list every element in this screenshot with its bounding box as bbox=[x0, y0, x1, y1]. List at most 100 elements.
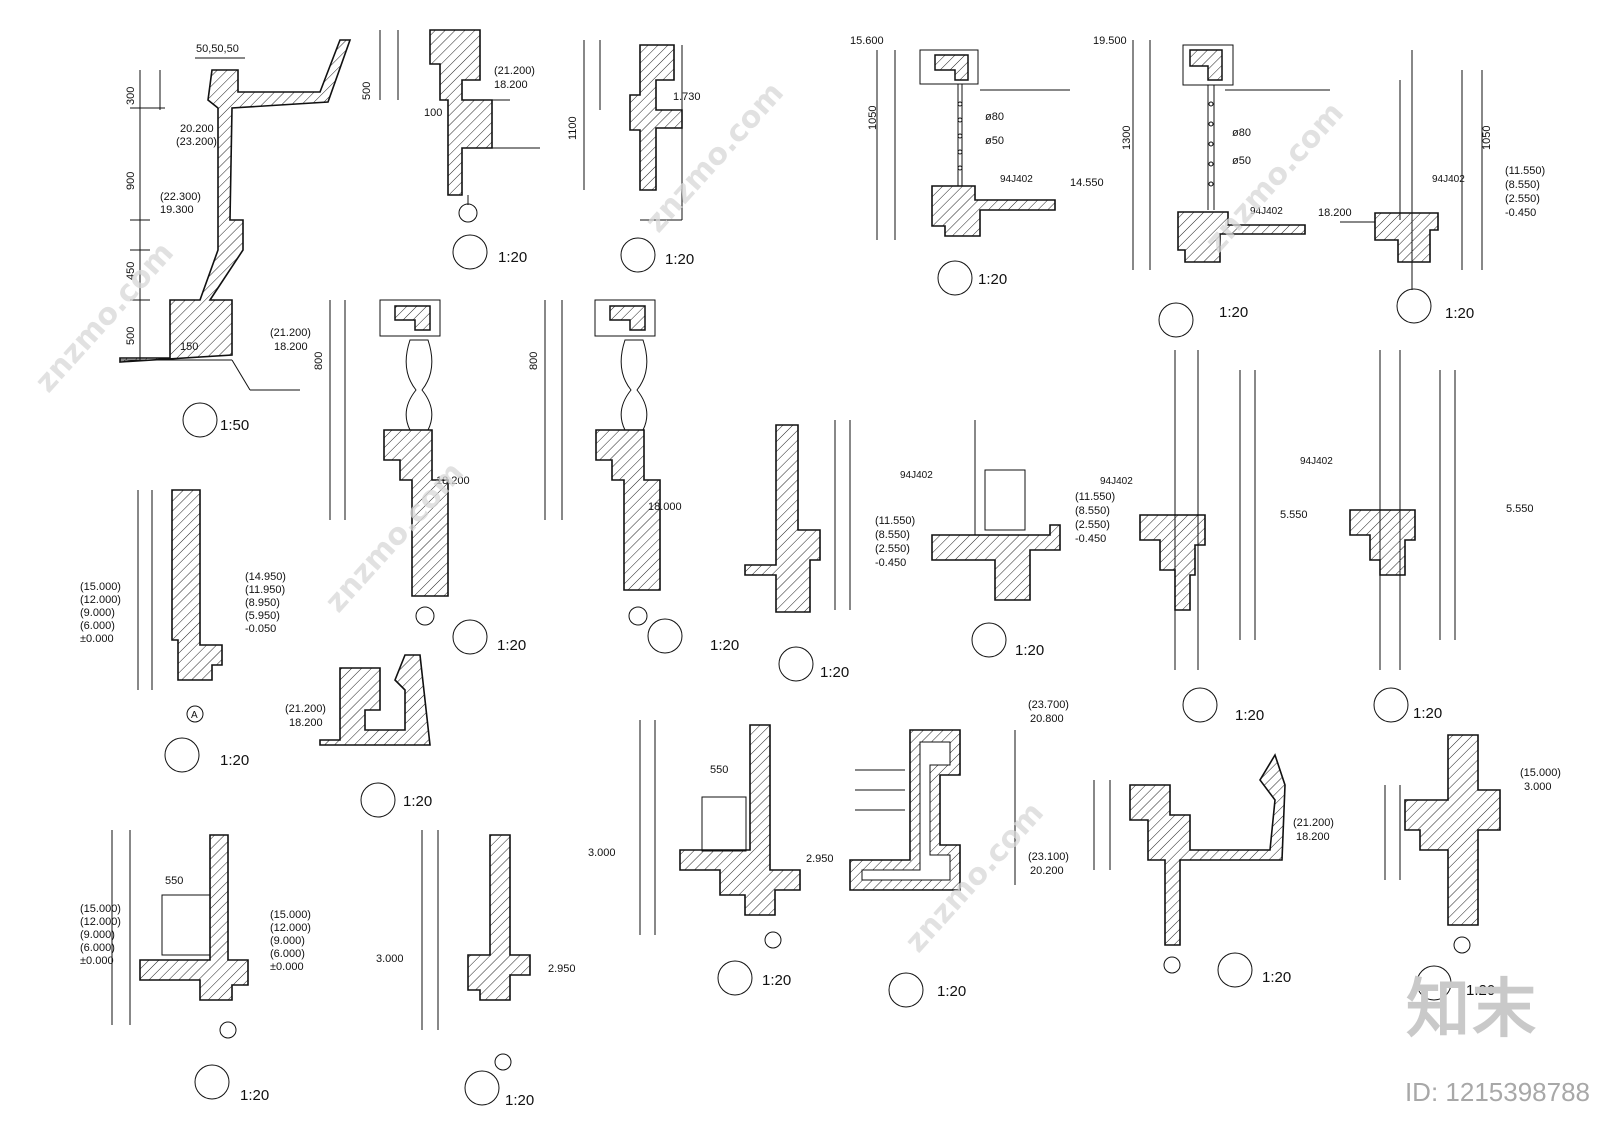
elev-label: 18.200 bbox=[1296, 831, 1330, 843]
scale-label: 1:20 bbox=[240, 1087, 269, 1104]
elev-label: (12.000) bbox=[270, 922, 311, 934]
elev-label: (8.950) bbox=[245, 597, 280, 609]
dim-label: 1300 bbox=[1121, 126, 1133, 150]
scale-label: 1:20 bbox=[1015, 642, 1044, 659]
elev-label: (23.100) bbox=[1028, 851, 1069, 863]
elev-label: (21.200) bbox=[494, 65, 535, 77]
elev-label: 5.550 bbox=[1506, 503, 1534, 515]
detail-parapet-left bbox=[137, 489, 223, 723]
detail-railing-2 bbox=[1132, 40, 1330, 270]
elev-label: (6.000) bbox=[80, 620, 115, 632]
dim-label: 550 bbox=[165, 875, 183, 887]
elev-label: (2.550) bbox=[1075, 519, 1110, 531]
elev-label: 18.200 bbox=[436, 475, 470, 487]
dim-label: 450 bbox=[125, 262, 137, 280]
scale-label: 1:20 bbox=[820, 664, 849, 681]
dim-label: 300 bbox=[125, 87, 137, 105]
scale-label: 1:20 bbox=[978, 271, 1007, 288]
elev-label: (8.550) bbox=[1075, 505, 1110, 517]
elev-label: 18.200 bbox=[289, 717, 323, 729]
elev-label: 2.950 bbox=[548, 963, 576, 975]
detail-sill-2 bbox=[421, 830, 531, 1071]
elev-label: (12.000) bbox=[80, 916, 121, 928]
std-ref: 94J402 bbox=[900, 470, 933, 481]
dim-label: 150 bbox=[180, 341, 198, 353]
dim-label: ø80 bbox=[985, 111, 1004, 123]
axis-label: A bbox=[191, 710, 198, 721]
elev-label: (8.550) bbox=[1505, 179, 1540, 191]
dim-label: 1050 bbox=[867, 106, 879, 130]
elev-label: (21.200) bbox=[270, 327, 311, 339]
scale-label: 1:20 bbox=[665, 251, 694, 268]
elev-label: 18.200 bbox=[1318, 207, 1352, 219]
elev-label: (15.000) bbox=[1520, 767, 1561, 779]
elev-label: (21.200) bbox=[285, 703, 326, 715]
detail-baluster-2 bbox=[544, 299, 661, 626]
scale-label: 1:20 bbox=[937, 983, 966, 1000]
dim-label: ø50 bbox=[985, 135, 1004, 147]
elev-label: 20.200 bbox=[180, 123, 214, 135]
elev-label: 19.300 bbox=[160, 204, 194, 216]
scale-markers bbox=[164, 234, 1452, 1106]
elev-label: (12.000) bbox=[80, 594, 121, 606]
elev-label: (14.950) bbox=[245, 571, 286, 583]
detail-railing-1 bbox=[876, 49, 1070, 240]
elev-label: 3.000 bbox=[588, 847, 616, 859]
scale-label: 1:20 bbox=[1445, 305, 1474, 322]
scale-label: 1:50 bbox=[220, 417, 249, 434]
elev-label: (6.000) bbox=[270, 948, 305, 960]
elev-label: (11.950) bbox=[245, 584, 285, 596]
scale-label: 1:20 bbox=[498, 249, 527, 266]
elev-label: ±0.000 bbox=[80, 955, 114, 967]
parapet-section bbox=[119, 39, 352, 363]
elev-label: 3.000 bbox=[1524, 781, 1552, 793]
detail-parapet-3 bbox=[1340, 50, 1483, 290]
elev-label: 20.200 bbox=[1030, 865, 1064, 877]
elev-label: (22.300) bbox=[160, 191, 201, 203]
detail-gutter-small bbox=[319, 654, 431, 746]
elev-label: (9.000) bbox=[270, 935, 305, 947]
dim-label: 500 bbox=[361, 82, 373, 100]
dim-label: 50,50,50 bbox=[196, 43, 239, 55]
std-ref: 94J402 bbox=[1250, 206, 1283, 217]
scale-label: 1:20 bbox=[710, 637, 739, 654]
elev-label: -0.450 bbox=[1505, 207, 1536, 219]
scale-label: 1:20 bbox=[403, 793, 432, 810]
detail-cornice-1 bbox=[379, 29, 540, 223]
elev-label: (23.700) bbox=[1028, 699, 1069, 711]
elev-label: (11.550) bbox=[1075, 491, 1115, 503]
dim-label: 550 bbox=[710, 764, 728, 776]
detail-parapet-mid-3 bbox=[1139, 350, 1256, 670]
elev-label: (11.550) bbox=[875, 515, 915, 527]
elev-label: 15.600 bbox=[850, 35, 884, 47]
section-marker bbox=[458, 203, 478, 223]
detail-beam-joint bbox=[1384, 734, 1501, 954]
dim-label: 100 bbox=[424, 107, 442, 119]
detail-cornice-2 bbox=[583, 40, 683, 221]
elev-label: 2.950 bbox=[806, 853, 834, 865]
elev-label: 20.800 bbox=[1030, 713, 1064, 725]
scale-label: 1:20 bbox=[1466, 982, 1495, 999]
detail-eave-section bbox=[849, 729, 1016, 891]
image-id-label: ID: 1215398788 bbox=[1404, 1077, 1590, 1107]
elev-label: (9.000) bbox=[80, 607, 115, 619]
elev-label: (9.000) bbox=[80, 929, 115, 941]
elev-label: (11.550) bbox=[1505, 165, 1545, 177]
elev-label: -0.050 bbox=[245, 623, 276, 635]
detail-parapet-mid-4 bbox=[1349, 350, 1456, 670]
scale-label: 1:20 bbox=[1219, 304, 1248, 321]
elev-label: ±0.000 bbox=[80, 633, 114, 645]
scale-label: 1:20 bbox=[762, 972, 791, 989]
elev-label: (6.000) bbox=[80, 942, 115, 954]
elev-label: (21.200) bbox=[1293, 817, 1334, 829]
elev-label: (15.000) bbox=[80, 581, 121, 593]
detail-parapet-mid-2 bbox=[931, 420, 1061, 601]
elev-label: (15.000) bbox=[270, 909, 311, 921]
elev-label: (8.550) bbox=[875, 529, 910, 541]
elev-label: 5.550 bbox=[1280, 509, 1308, 521]
dim-label: 800 bbox=[313, 352, 325, 370]
elev-label: 18.000 bbox=[648, 501, 682, 513]
dim-label: ø80 bbox=[1232, 127, 1251, 139]
